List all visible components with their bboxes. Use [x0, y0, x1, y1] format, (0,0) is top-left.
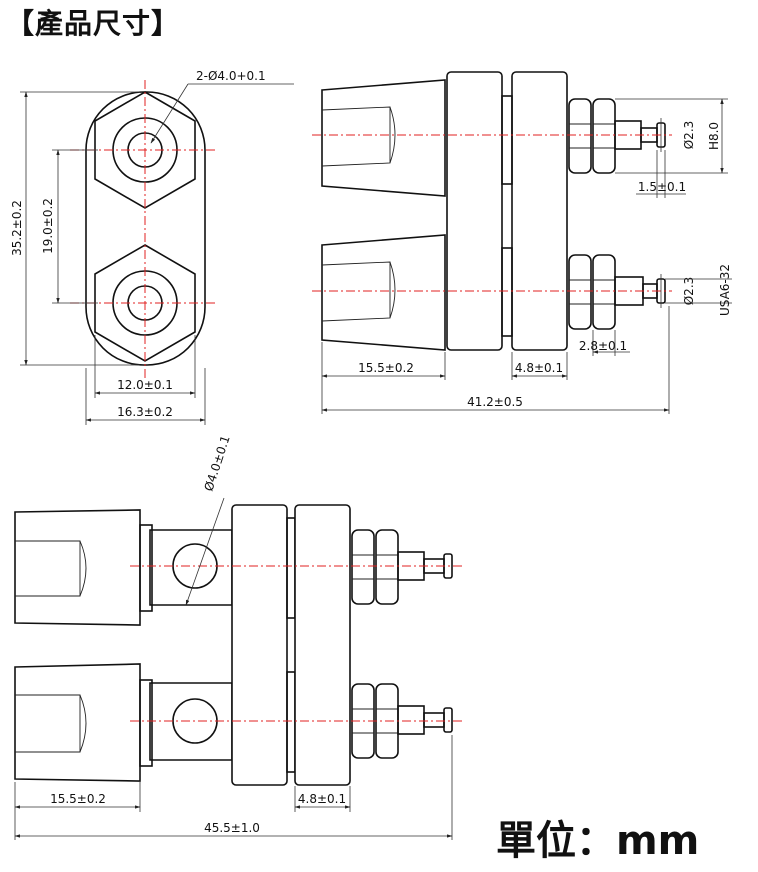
cap-top: [321, 79, 446, 197]
front-view: 2-Ø4.0+0.1 35.2±0.2 19.0±0.2 12.0±0.1 16…: [10, 69, 294, 425]
flange-right: [294, 504, 351, 786]
groove-dim-label: 2.8±0.1: [579, 339, 627, 353]
pin-bottom-neck: [423, 712, 445, 728]
cap-bottom: [14, 663, 141, 782]
flange-left: [231, 504, 288, 786]
hole-leader: [150, 83, 189, 144]
pitch-dim-label: 19.0±0.2: [41, 198, 55, 254]
cap-bottom-curve: [389, 261, 396, 319]
outer-width-dim-label: 16.3±0.2: [117, 405, 173, 419]
cap-length-dim-label: 15.5±0.2: [50, 792, 106, 806]
spacer-top: [286, 517, 296, 619]
hole-callout-label: 2-Ø4.0+0.1: [196, 69, 266, 83]
cap-bottom-facet: [321, 261, 391, 322]
thread-label: USA6-32: [718, 264, 732, 316]
side-view: H8.0 Ø2.3 1.5±0.1 Ø2.3 USA6-32 2.8±0.1 1…: [312, 71, 732, 414]
inner-width-dim-label: 12.0±0.1: [117, 378, 173, 392]
page-title: 【產品尺寸】: [6, 7, 181, 40]
cap-top: [14, 509, 141, 626]
hole-leader: [185, 497, 225, 606]
flange-right: [511, 71, 568, 351]
flange-dim-label: 4.8±0.1: [515, 361, 563, 375]
nut-bottom-1: [568, 254, 592, 330]
nut-top-2: [592, 98, 616, 174]
pin-bottom-tip: [443, 707, 453, 733]
total-length-dim-label: 41.2±0.5: [467, 395, 523, 409]
nut-bottom-2: [592, 254, 616, 330]
nut-top-1: [351, 529, 375, 605]
units-label: 單位：mm: [496, 818, 700, 864]
nut-top-2: [375, 529, 399, 605]
cap-bottom: [321, 234, 446, 351]
cap-top-curve: [389, 106, 396, 164]
spacer-bottom: [286, 671, 296, 773]
hex-dim-label: H8.0: [707, 122, 721, 150]
pin-top-dim-label: Ø2.3: [682, 121, 696, 150]
hole-callout-label: Ø4.0±0.1: [202, 434, 233, 493]
pin-bottom-shaft: [397, 705, 425, 735]
spacer-top: [501, 95, 513, 185]
nut-top-1: [568, 98, 592, 174]
bottom-view: Ø4.0±0.1 15.5±0.2 4.8±0.1 45.5±1.0: [14, 434, 462, 840]
lug-top: [149, 529, 233, 606]
cap-bottom-collar: [139, 679, 153, 767]
cap-top-facet: [321, 106, 391, 167]
tip-dim-label: 1.5±0.1: [638, 180, 686, 194]
total-length-dim-label: 45.5±1.0: [204, 821, 260, 835]
flange-left: [446, 71, 503, 351]
height-dim-label: 35.2±0.2: [10, 200, 24, 256]
cap-length-dim-label: 15.5±0.2: [358, 361, 414, 375]
spacer-bottom: [501, 247, 513, 337]
flange-dim-label: 4.8±0.1: [298, 792, 346, 806]
pin-bottom-dim-label: Ø2.3: [682, 277, 696, 306]
cap-top-collar: [139, 524, 153, 612]
